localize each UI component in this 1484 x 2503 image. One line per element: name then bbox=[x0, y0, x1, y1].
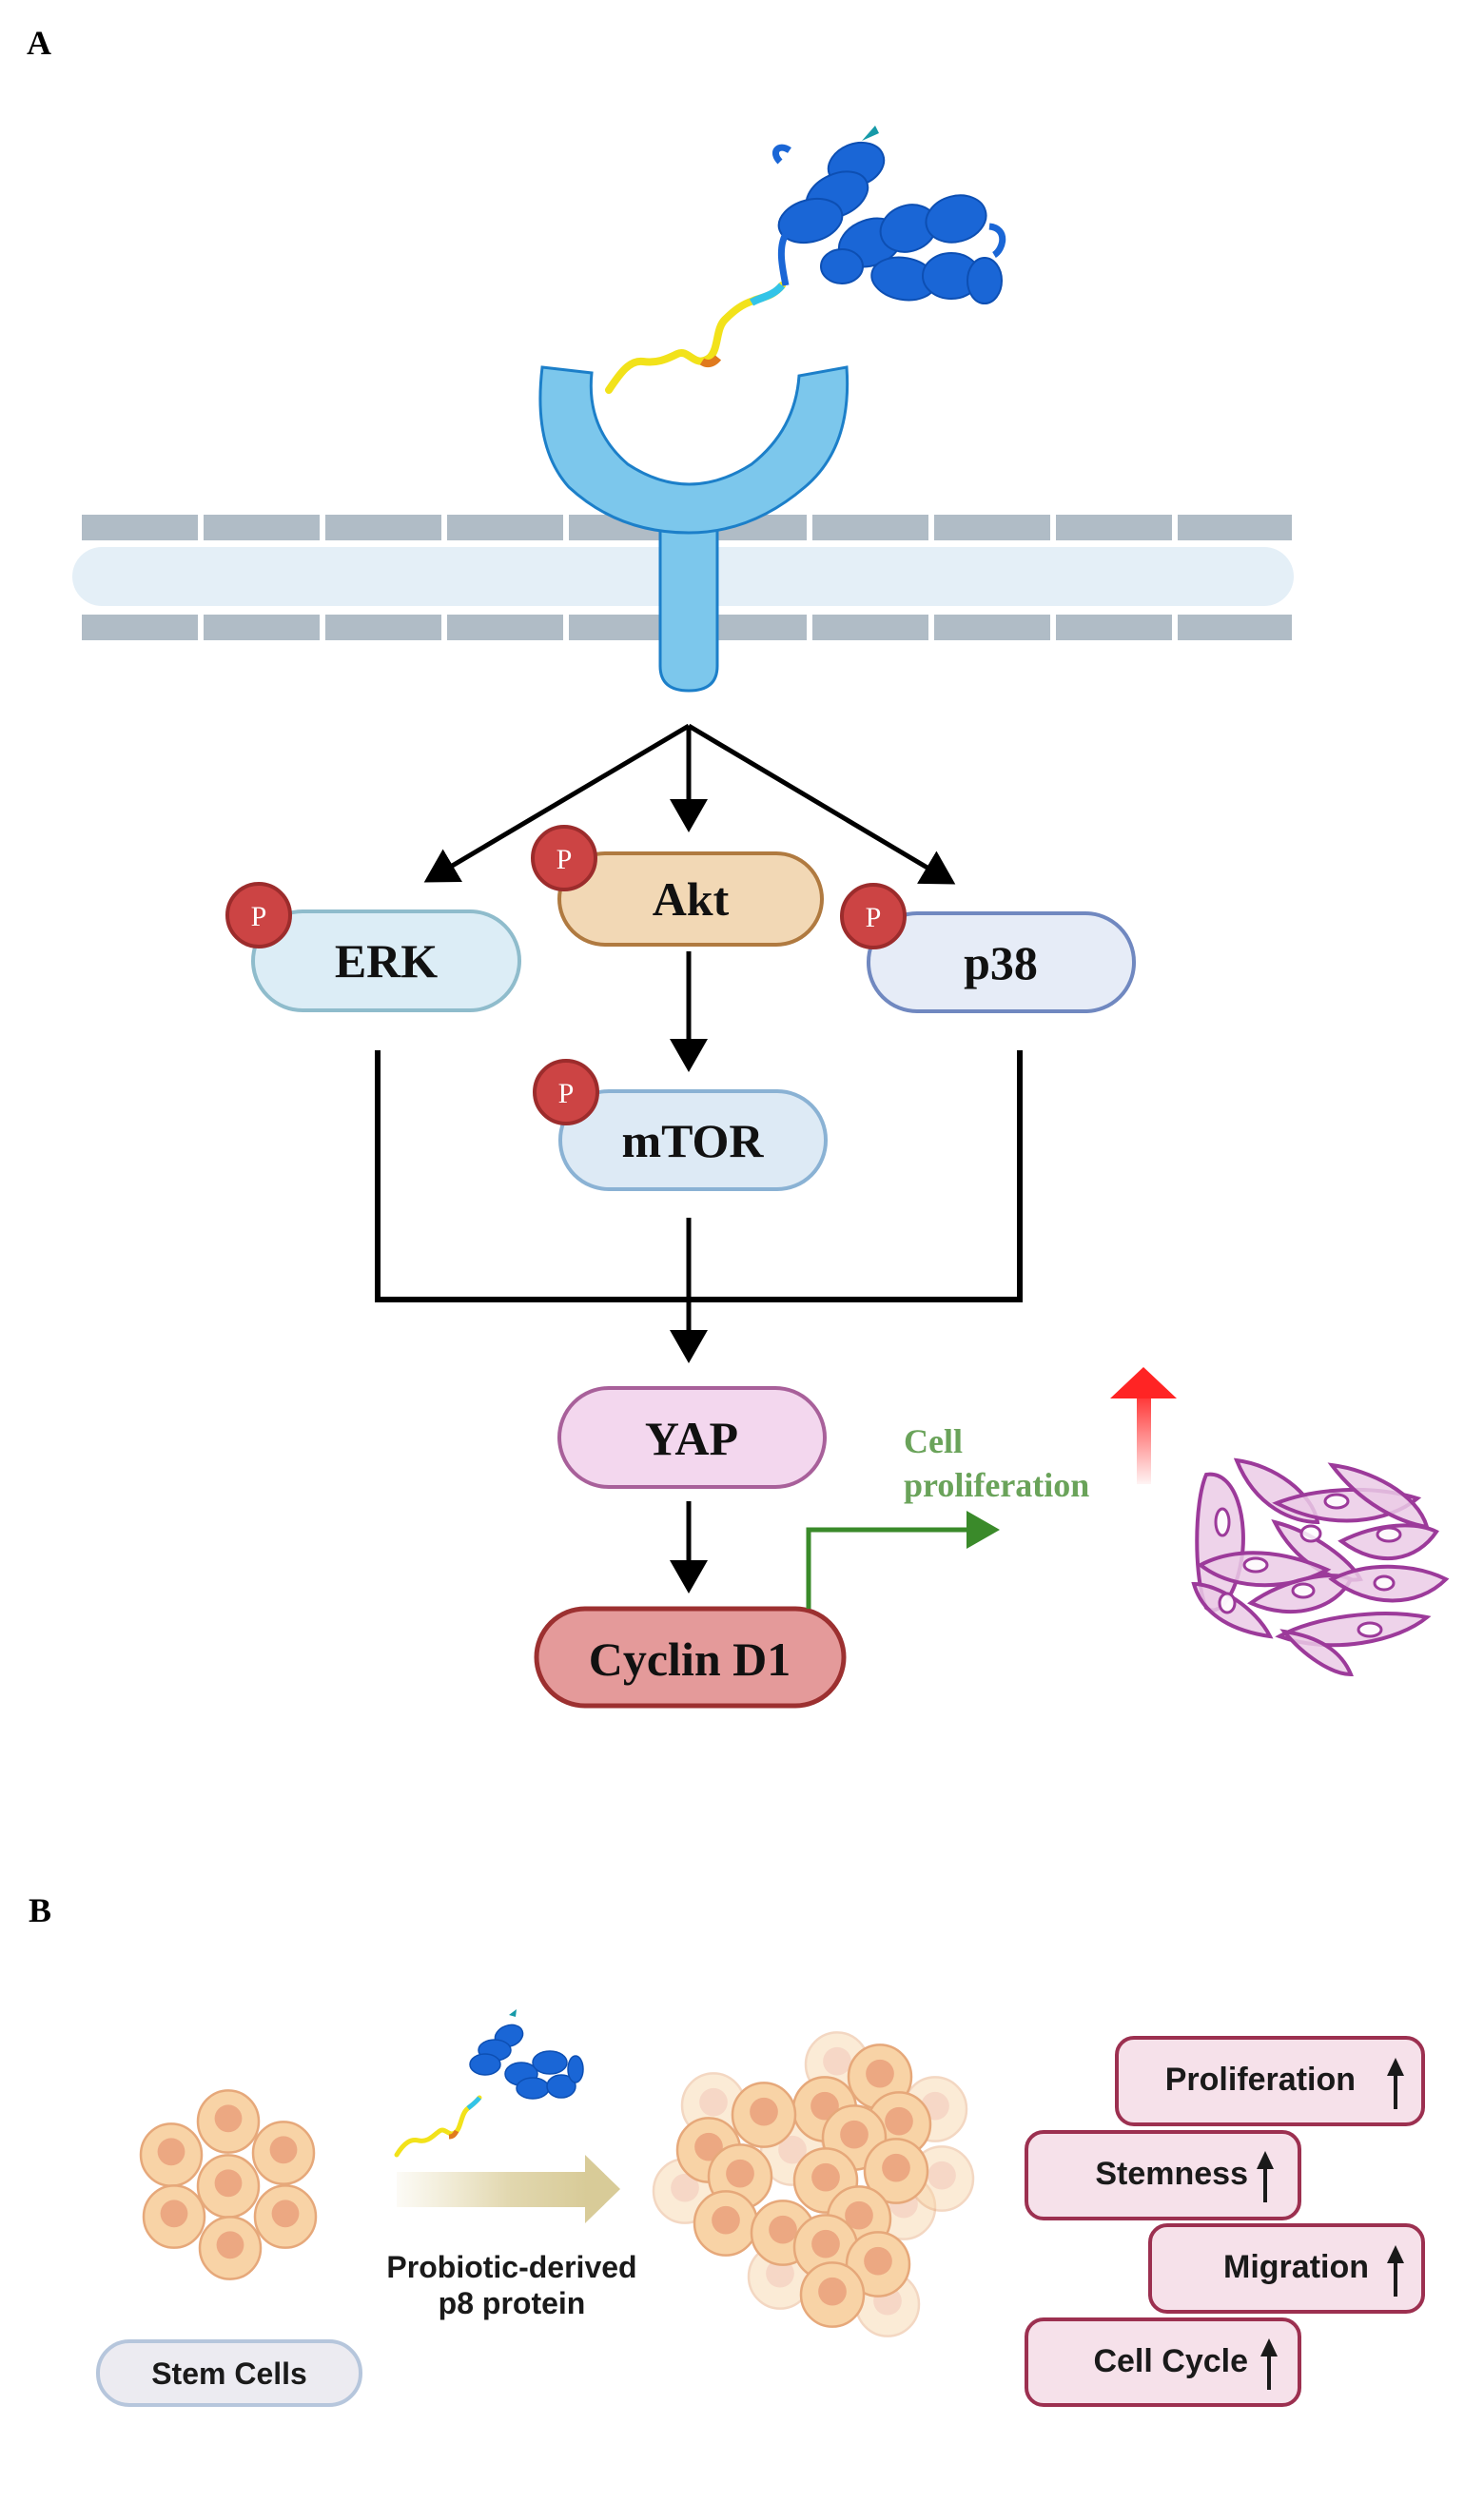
cell-icon bbox=[693, 2190, 759, 2257]
phospho-icon bbox=[840, 883, 907, 949]
arrow-to-p38 bbox=[687, 723, 956, 885]
effect-migration: Migration bbox=[1148, 2223, 1425, 2314]
panel-b-label: B bbox=[29, 1891, 51, 1929]
cell-icon bbox=[196, 2089, 261, 2154]
panel-a-label: A bbox=[27, 24, 51, 62]
green-arrow-to-proliferation bbox=[806, 1511, 1000, 1609]
effect-stemness: Stemness bbox=[1025, 2130, 1301, 2220]
effect-label: Cell Cycle bbox=[1093, 2343, 1248, 2379]
signal-arrows bbox=[423, 723, 956, 1072]
p38-label: p38 bbox=[964, 936, 1038, 989]
p8-protein-icon-small bbox=[394, 2009, 584, 2158]
phospho-label: P bbox=[866, 902, 882, 933]
cyclin-d1-label: Cyclin D1 bbox=[589, 1633, 791, 1686]
cell-icon bbox=[731, 2082, 797, 2148]
effect-label: Proliferation bbox=[1165, 2062, 1356, 2098]
node-erk: ERK P bbox=[225, 882, 521, 1012]
phospho-icon bbox=[225, 882, 292, 948]
node-mtor: mTOR P bbox=[533, 1059, 828, 1191]
cell-icon bbox=[863, 2138, 929, 2204]
treatment-label-line2: p8 protein bbox=[439, 2286, 586, 2320]
effect-proliferation: Proliferation bbox=[1115, 2036, 1425, 2126]
cell-icon bbox=[251, 2121, 316, 2185]
cell-proliferation-line1: Cell bbox=[904, 1422, 963, 1460]
proliferating-cells-icon bbox=[1191, 1457, 1450, 1677]
cell-proliferation-line2: proliferation bbox=[904, 1466, 1089, 1504]
increase-arrow-icon bbox=[1110, 1367, 1177, 1484]
cell-icon bbox=[196, 2154, 261, 2219]
effect-label: Stemness bbox=[1095, 2156, 1248, 2192]
arrow-to-erk bbox=[423, 723, 691, 883]
cell-icon bbox=[139, 2122, 204, 2187]
stem-cells-icon bbox=[139, 2089, 318, 2280]
up-arrow-icon bbox=[1260, 2338, 1278, 2390]
stem-cells-badge: Stem Cells bbox=[96, 2339, 362, 2407]
mtor-label: mTOR bbox=[621, 1114, 764, 1167]
effect-cell-cycle: Cell Cycle bbox=[1025, 2317, 1301, 2407]
effect-label: Migration bbox=[1223, 2249, 1369, 2285]
node-cyclin-d1: Cyclin D1 bbox=[534, 1606, 847, 1709]
cell-icon bbox=[142, 2184, 206, 2249]
node-akt: Akt P bbox=[531, 825, 824, 947]
node-yap: YAP bbox=[557, 1386, 827, 1489]
node-p38: p38 P bbox=[840, 883, 1136, 1013]
phospho-label: P bbox=[556, 844, 573, 875]
up-arrow-icon bbox=[1387, 2058, 1404, 2109]
receptor-icon bbox=[538, 365, 849, 693]
up-arrow-icon bbox=[1257, 2151, 1274, 2202]
phospho-icon bbox=[531, 825, 597, 891]
phospho-label: P bbox=[251, 901, 267, 932]
cell-icon bbox=[253, 2184, 318, 2249]
p8-protein-icon bbox=[605, 126, 1006, 394]
cell-icon bbox=[799, 2261, 866, 2328]
treatment-arrow-icon bbox=[397, 2155, 620, 2223]
cell-icon bbox=[845, 2231, 911, 2298]
akt-label: Akt bbox=[653, 872, 730, 926]
erk-label: ERK bbox=[335, 934, 438, 988]
treatment-label-line1: Probiotic-derived bbox=[386, 2250, 636, 2284]
phospho-label: P bbox=[558, 1078, 575, 1109]
converging-connector bbox=[375, 1050, 1023, 1363]
phospho-icon bbox=[533, 1059, 599, 1125]
proliferated-cells-icon bbox=[652, 2031, 975, 2337]
up-arrow-icon bbox=[1387, 2245, 1404, 2297]
cell-icon bbox=[198, 2216, 263, 2280]
stem-cells-label: Stem Cells bbox=[151, 2356, 307, 2391]
yap-label: YAP bbox=[645, 1412, 738, 1465]
